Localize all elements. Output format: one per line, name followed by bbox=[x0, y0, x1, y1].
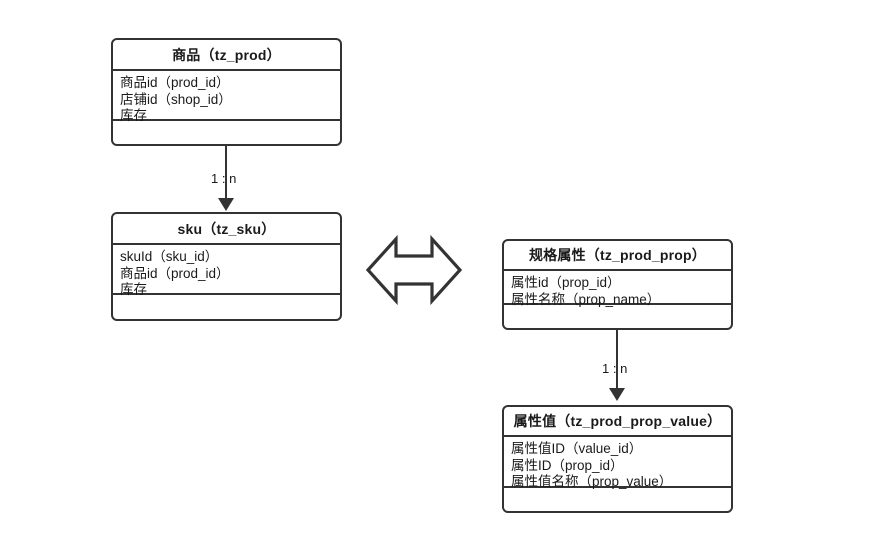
entity-title-tz-prod-prop: 规格属性（tz_prod_prop） bbox=[504, 241, 731, 271]
attribute-row: 商品id（prod_id） bbox=[120, 265, 230, 281]
attribute-row: skuId（sku_id） bbox=[120, 249, 219, 264]
arrowhead-down-icon bbox=[218, 198, 234, 211]
attribute-row: 库存 bbox=[120, 108, 147, 123]
entity-box-tz-prod-prop[interactable]: 规格属性（tz_prod_prop） 属性id（prop_id） 属性名称（pr… bbox=[502, 239, 733, 330]
entity-title-tz-prod: 商品（tz_prod） bbox=[113, 40, 340, 71]
attribute-row: 店铺id（shop_id） bbox=[120, 91, 232, 107]
entity-title-tz-sku: sku（tz_sku） bbox=[113, 214, 340, 245]
entity-title-tz-prod-prop-value: 属性值（tz_prod_prop_value） bbox=[504, 407, 731, 437]
cardinality-label: 1 : n bbox=[602, 361, 628, 376]
connector-line bbox=[225, 146, 227, 200]
double-arrow-horizontal-icon bbox=[366, 234, 462, 306]
entity-box-tz-prod[interactable]: 商品（tz_prod） 商品id（prod_id） 店铺id（shop_id） … bbox=[111, 38, 342, 146]
entity-box-tz-prod-prop-value[interactable]: 属性值（tz_prod_prop_value） 属性值ID（value_id） … bbox=[502, 405, 733, 513]
entity-attributes-tz-prod: 商品id（prod_id） 店铺id（shop_id） 库存 bbox=[113, 71, 340, 123]
entity-attributes-tz-prod-prop: 属性id（prop_id） 属性名称（prop_name） bbox=[504, 271, 731, 307]
attribute-row: 属性ID（prop_id） bbox=[511, 457, 624, 473]
cardinality-label: 1 : n bbox=[211, 171, 237, 186]
entity-attributes-tz-sku: skuId（sku_id） 商品id（prod_id） 库存 bbox=[113, 245, 340, 297]
attribute-row: 属性id（prop_id） bbox=[511, 275, 621, 290]
entity-box-tz-sku[interactable]: sku（tz_sku） skuId（sku_id） 商品id（prod_id） … bbox=[111, 212, 342, 321]
connector-line bbox=[616, 330, 618, 390]
entity-methods-compartment-tz-prod-prop bbox=[504, 305, 731, 328]
entity-methods-compartment-tz-prod bbox=[113, 121, 340, 144]
arrowhead-down-icon bbox=[609, 388, 625, 401]
attribute-row: 属性名称（prop_name） bbox=[511, 291, 661, 307]
attribute-row: 属性值名称（prop_value） bbox=[511, 474, 673, 489]
attribute-row: 商品id（prod_id） bbox=[120, 75, 230, 90]
entity-methods-compartment-tz-sku bbox=[113, 295, 340, 319]
attribute-row: 属性值ID（value_id） bbox=[511, 441, 643, 456]
attribute-row: 库存 bbox=[120, 282, 147, 297]
entity-attributes-tz-prod-prop-value: 属性值ID（value_id） 属性ID（prop_id） 属性值名称（prop… bbox=[504, 437, 731, 489]
entity-methods-compartment-tz-prod-prop-value bbox=[504, 488, 731, 511]
